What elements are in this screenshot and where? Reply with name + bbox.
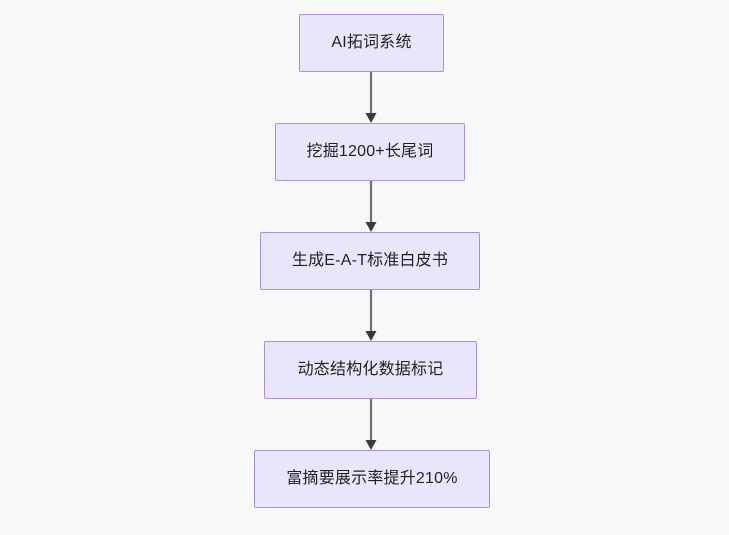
edge-n2-n3 [365, 181, 377, 232]
arrow-down-icon [365, 113, 377, 123]
flow-node-label: 动态结构化数据标记 [297, 361, 444, 379]
arrow-down-icon [365, 222, 377, 232]
flow-node-ai-keyword-system[interactable]: AI拓词系统 [299, 14, 444, 72]
flow-node-dynamic-structured-data-markup[interactable]: 动态结构化数据标记 [264, 341, 477, 399]
flow-node-generate-eat-whitepaper[interactable]: 生成E-A-T标准白皮书 [260, 232, 480, 290]
flow-node-label: 生成E-A-T标准白皮书 [291, 252, 449, 270]
flow-node-mine-longtail-keywords[interactable]: 挖掘1200+长尾词 [275, 123, 465, 181]
arrow-down-icon [365, 440, 377, 450]
flow-node-label: AI拓词系统 [331, 34, 412, 52]
arrow-down-icon [365, 331, 377, 341]
edge-n3-n4 [365, 290, 377, 341]
flow-node-label: 富摘要展示率提升210% [286, 470, 458, 488]
edge-n1-n2 [365, 72, 377, 123]
flow-node-label: 挖掘1200+长尾词 [306, 143, 434, 161]
flow-node-rich-snippet-rate-increase[interactable]: 富摘要展示率提升210% [254, 450, 490, 508]
edge-n4-n5 [365, 399, 377, 450]
